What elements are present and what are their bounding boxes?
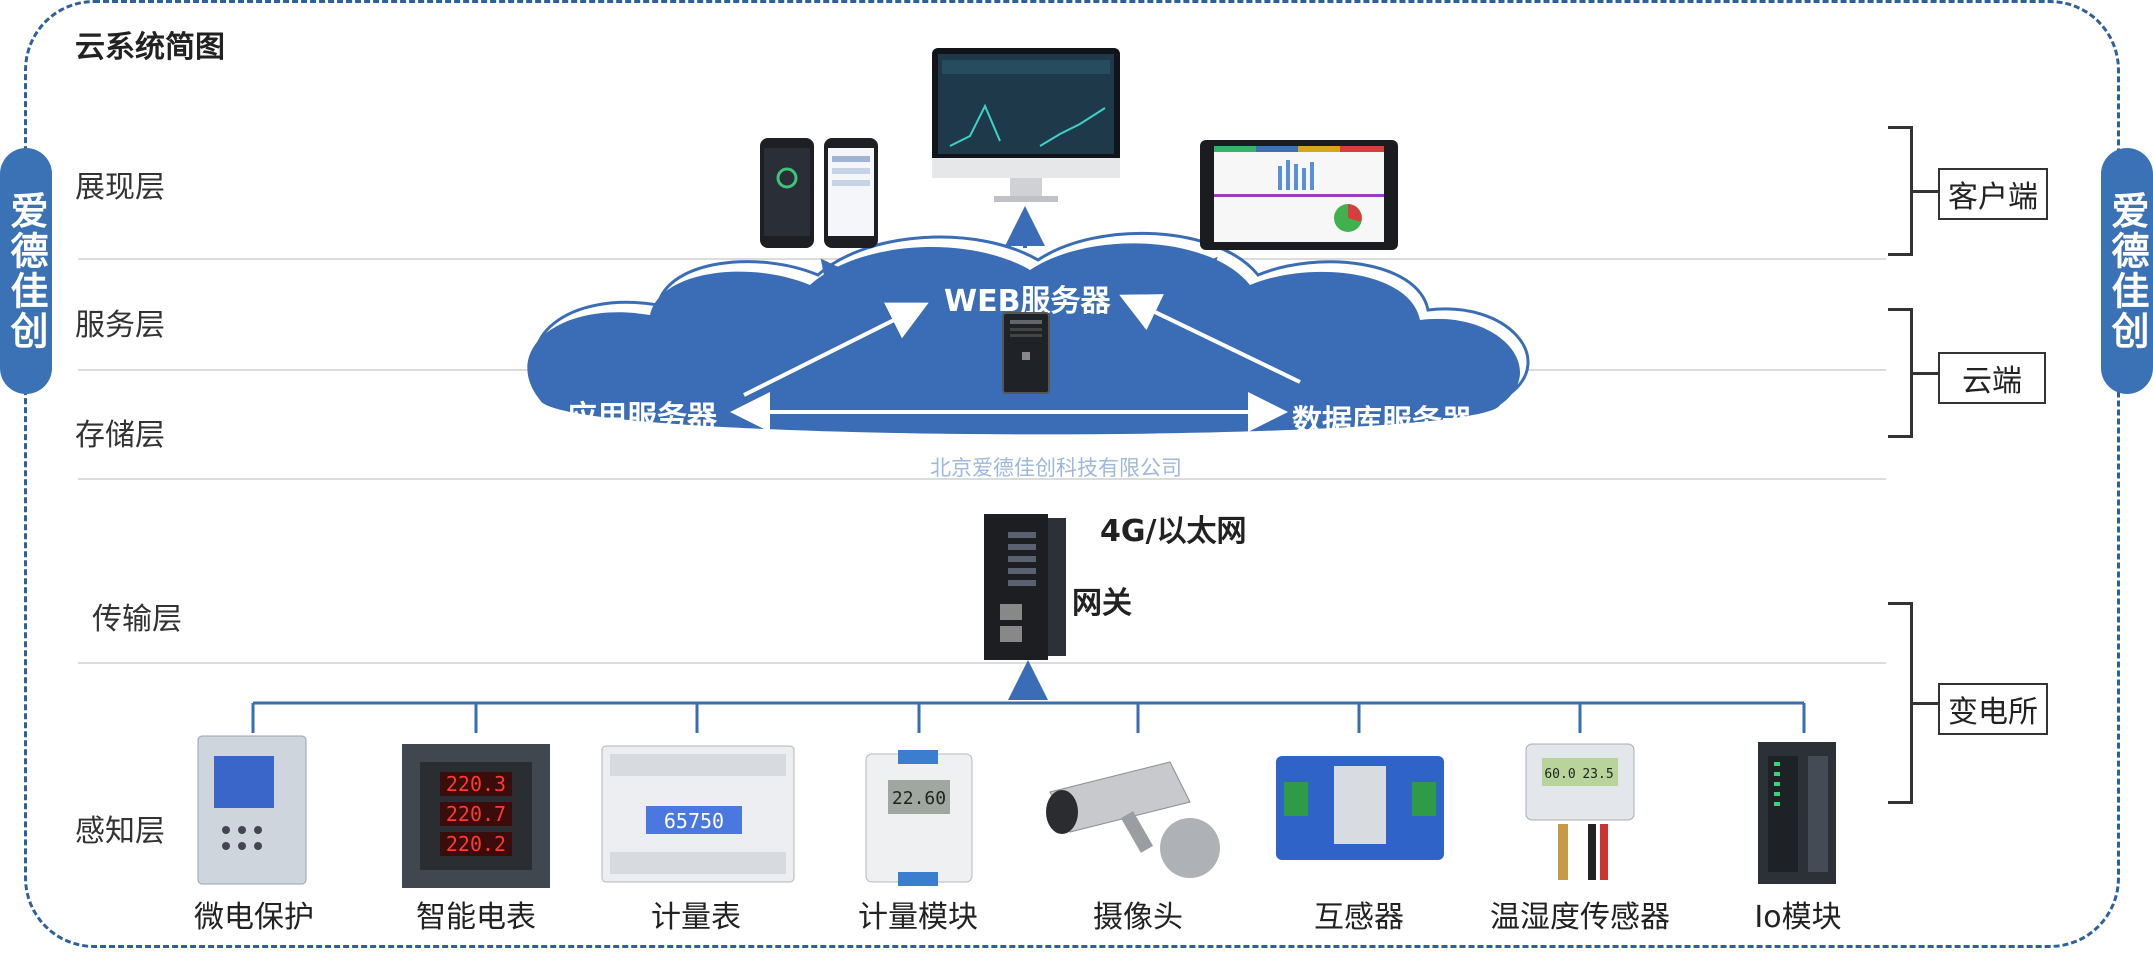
bracket-substation <box>1888 602 1940 804</box>
io-module-icon <box>1758 742 1836 884</box>
device-label-metering-meter: 计量表 <box>651 900 741 935</box>
camera-icon <box>1046 761 1220 878</box>
sensor-reading-humidity: 60.0 <box>1544 767 1575 782</box>
brand-pill-right: 爱德佳创 <box>2101 148 2153 394</box>
watermark: 北京爱德佳创科技有限公司 <box>930 456 1182 480</box>
gateway-device-icon <box>984 514 1066 660</box>
metering-module-reading: 22.60 <box>892 788 946 809</box>
device-label-smart-meter: 智能电表 <box>416 900 536 935</box>
outer-frame <box>24 0 2120 948</box>
metering-meter-reading: 65750 <box>664 809 724 833</box>
device-label-transformer: 互感器 <box>1314 900 1404 935</box>
device-label-relay: 微电保护 <box>194 900 314 935</box>
device-label-io-module: Io模块 <box>1754 900 1842 935</box>
app-server-label: 应用服务器 <box>567 400 717 435</box>
brand-pill-left: 爱德佳创 <box>0 148 52 394</box>
sensor-reading-temp: 23.5 <box>1582 767 1613 782</box>
layer-service: 服务层 <box>75 308 165 343</box>
device-label-temp-humidity: 温湿度传感器 <box>1490 900 1670 935</box>
tablet-dashboard-icon <box>1200 140 1398 250</box>
smart-meter-reading-3: 220.2 <box>446 832 506 856</box>
smart-meter-reading-1: 220.3 <box>446 772 506 796</box>
smart-meter-reading-2: 220.7 <box>446 802 506 826</box>
diagram-title: 云系统简图 <box>75 30 225 65</box>
link-label: 4G/以太网 <box>1100 514 1247 549</box>
tier-substation: 变电所 <box>1938 683 2048 735</box>
layer-transport: 传输层 <box>92 602 182 637</box>
db-server-label: 数据库服务器 <box>1292 404 1472 439</box>
device-label-camera: 摄像头 <box>1093 900 1183 935</box>
tier-cloud: 云端 <box>1938 352 2046 404</box>
mobile-phones-icon <box>760 138 878 248</box>
metering-meter-icon: 65750 <box>601 745 795 883</box>
bracket-client <box>1888 126 1940 256</box>
relay-protection-icon <box>197 735 307 885</box>
temp-humidity-sensor-icon: 60.0 23.5 <box>1525 743 1635 880</box>
separator-transport <box>78 662 1886 664</box>
desktop-monitor-icon <box>932 48 1120 202</box>
layer-storage: 存储层 <box>75 418 165 453</box>
separator-storage <box>78 478 1886 480</box>
device-label-metering-module: 计量模块 <box>858 900 978 935</box>
tier-client: 客户端 <box>1938 168 2048 220</box>
bracket-cloud <box>1888 308 1940 438</box>
smart-meter-icon: 220.3 220.7 220.2 <box>402 744 550 888</box>
server-tower-icon <box>1002 312 1050 394</box>
layer-presentation: 展现层 <box>75 170 165 205</box>
layer-perception: 感知层 <box>75 814 165 849</box>
gateway-label: 网关 <box>1072 586 1132 621</box>
metering-module-icon: 22.60 <box>865 750 973 886</box>
transformer-icon <box>1276 756 1444 860</box>
